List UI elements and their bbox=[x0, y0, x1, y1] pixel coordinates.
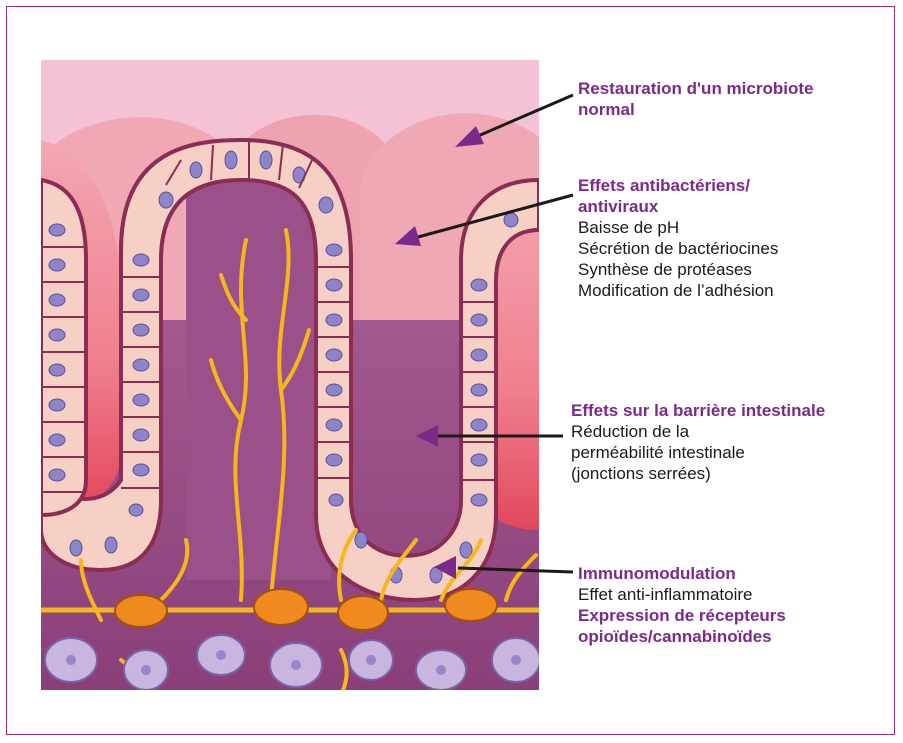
label-microbiote: Restauration d'un microbiote normal bbox=[578, 78, 828, 120]
label-barriere: Effets sur la barrière intestinale Réduc… bbox=[571, 400, 891, 484]
label-immuno: Immunomodulation Effet anti-inflammatoir… bbox=[578, 563, 878, 647]
label-barriere-item: Réduction de la bbox=[571, 421, 891, 442]
label-antibacterien-item: Sécrétion de bactériocines bbox=[578, 238, 878, 259]
label-antibacterien: Effets antibactériens/ antiviraux Baisse… bbox=[578, 175, 878, 301]
label-antibacterien-heading: Effets antibactériens/ antiviraux bbox=[578, 175, 778, 217]
label-immuno-heading2: Expression de récepteurs opioïdes/cannab… bbox=[578, 605, 848, 647]
label-microbiote-heading: Restauration d'un microbiote normal bbox=[578, 78, 828, 120]
label-antibacterien-item: Baisse de pH bbox=[578, 217, 878, 238]
label-antibacterien-item: Modification de l’adhésion bbox=[578, 280, 878, 301]
label-barriere-heading: Effets sur la barrière intestinale bbox=[571, 400, 891, 421]
label-immuno-heading: Immunomodulation bbox=[578, 563, 878, 584]
label-barriere-item: (jonctions serrées) bbox=[571, 463, 891, 484]
intestinal-mucosa-illustration bbox=[41, 60, 539, 690]
label-barriere-item: perméabilité intestinale bbox=[571, 442, 891, 463]
label-antibacterien-item: Synthèse de protéases bbox=[578, 259, 878, 280]
label-immuno-item: Effet anti-inflammatoire bbox=[578, 584, 878, 605]
crypt-interior bbox=[186, 160, 331, 580]
